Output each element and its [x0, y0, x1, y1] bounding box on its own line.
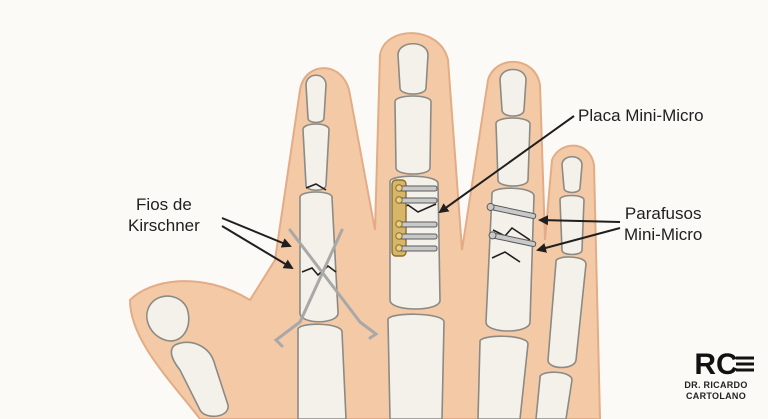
plate-screw-head [395, 184, 403, 192]
plate-screw-head [395, 196, 403, 204]
kirschner-wires [273, 228, 379, 348]
brand-logo: RC DR. RICARDO CARTOLANO [668, 344, 764, 416]
ring-metacarpal [477, 335, 529, 419]
plate-screw [398, 185, 438, 192]
middle-distal-phalanx [397, 42, 429, 95]
mini-screws-label: Parafusos Mini-Micro [624, 203, 702, 245]
mini-plate-label: Placa Mini-Micro [578, 106, 704, 125]
mini-screw-2-head [488, 231, 497, 240]
little-proximal-phalanx [547, 256, 587, 369]
arrow-parafusos-2 [536, 227, 621, 253]
little-middle-phalanx [559, 194, 585, 256]
ring-fracture-line-2 [491, 251, 521, 263]
index-proximal-phalanx [299, 191, 339, 323]
middle-metacarpal [387, 313, 445, 419]
plate-screw-heads [395, 184, 403, 252]
k-wire-2 [298, 228, 344, 324]
k-wire-1 [288, 228, 362, 324]
index-fracture-line-2 [305, 183, 327, 191]
thumb-bone-distal [146, 295, 190, 342]
arrow-placa [438, 115, 575, 214]
thumb-bone-proximal [170, 341, 229, 418]
mini-screws [486, 202, 537, 248]
kirschner-label-line1: Fios de [136, 195, 192, 214]
k-wire-tail-2 [358, 320, 379, 340]
kirschner-wires-label: Fios de Kirschner [128, 194, 200, 236]
kirschner-label-line2: Kirschner [128, 216, 200, 235]
ring-proximal-phalanx [485, 187, 535, 332]
little-metacarpal [535, 371, 573, 419]
plate-screw [398, 197, 438, 204]
mini-plate [391, 179, 438, 257]
plate-screw-head [395, 220, 403, 228]
ring-middle-phalanx [495, 117, 531, 187]
logo-monogram: RC [694, 348, 737, 380]
plate-screw [398, 245, 438, 252]
middle-middle-phalanx [394, 95, 432, 175]
ring-distal-phalanx [499, 68, 527, 117]
ring-fracture-line [492, 226, 531, 241]
index-distal-phalanx [305, 74, 327, 124]
index-middle-phalanx [302, 123, 330, 192]
bones [146, 42, 587, 419]
mini-screw-1-head [486, 202, 495, 211]
k-wire-tail-1 [273, 320, 302, 348]
rc-monogram-icon: RC [694, 348, 754, 381]
plate-screw [398, 233, 438, 240]
screws-label-line2: Mini-Micro [624, 225, 703, 244]
plate-screw [398, 221, 438, 228]
arrow-fios-1 [221, 217, 292, 248]
index-fracture-line [301, 264, 337, 277]
logo-name-line1: DR. RICARDO [684, 380, 748, 390]
plate-screw-head [395, 244, 403, 252]
logo-name-line2: CARTOLANO [685, 391, 747, 401]
leader-arrows [221, 115, 621, 270]
index-metacarpal [297, 323, 347, 419]
arrow-parafusos-1 [538, 215, 621, 226]
plate-screw-head [395, 232, 403, 240]
little-distal-phalanx [561, 155, 583, 194]
screws-label-line1: Parafusos [624, 204, 702, 223]
arrow-fios-2 [221, 225, 294, 270]
